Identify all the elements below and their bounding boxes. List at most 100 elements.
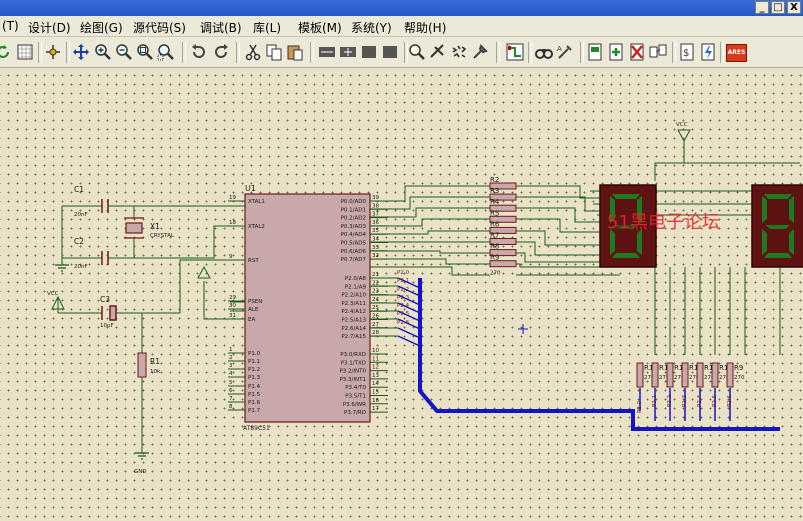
p0-resistor[interactable] [489, 238, 517, 245]
erc-icon[interactable] [699, 43, 717, 61]
p0-resistor[interactable] [489, 193, 517, 201]
menu-graph[interactable]: 绘图(G) [80, 21, 123, 35]
u1-pin-number: 34 [372, 237, 379, 243]
u1-pin-number: 11 [372, 356, 379, 362]
net-label: P2.0 [637, 400, 643, 413]
ground-symbol [135, 452, 149, 460]
u1-pin-name: P3.7/RD [344, 410, 366, 416]
zoom-area-icon[interactable] [157, 43, 175, 61]
pull-resistor-ref: R12 [689, 364, 703, 372]
pull-resistor[interactable] [696, 362, 704, 388]
u1-chip[interactable] [244, 193, 371, 423]
pull-resistor-value: 270 [689, 375, 700, 381]
u1-pin-name: P3.1/TXD [341, 360, 366, 366]
p0-resistor[interactable] [489, 215, 517, 223]
pull-resistor[interactable] [681, 362, 689, 388]
package-icon[interactable] [450, 43, 468, 61]
x1-crystal[interactable] [124, 217, 144, 239]
decompose-icon[interactable] [471, 43, 489, 61]
schematic-canvas[interactable]: P2.0 P2.1 P2.2 P2.3 P2.4 P2.5 P2.6 P2.0 … [0, 68, 803, 521]
pull-resistor[interactable] [711, 362, 719, 388]
u1-pin-name: P1.3 [248, 375, 261, 381]
gnd-label: GND [134, 469, 147, 475]
refresh-icon[interactable] [0, 43, 12, 61]
u1-pin-name: P1.7 [248, 408, 261, 414]
vcc-symbol [51, 295, 65, 313]
c2-capacitor[interactable] [101, 251, 109, 265]
block-copy-icon[interactable] [318, 43, 336, 61]
close-button[interactable]: X [787, 1, 801, 14]
zoom-out-icon[interactable] [115, 43, 133, 61]
svg-text:A: A [557, 45, 562, 53]
u1-pin-name: XTAL2 [248, 224, 265, 230]
paste-icon[interactable] [286, 43, 304, 61]
property-assign-icon[interactable]: A [556, 43, 574, 61]
r1-value: 10k [150, 369, 161, 375]
p0-resistor-value: 270 [490, 271, 501, 277]
u1-pin-number: 10 [372, 348, 379, 354]
pick-device-icon[interactable] [408, 43, 426, 61]
pull-resistor[interactable] [726, 362, 734, 388]
u1-pin-number: 28 [372, 330, 379, 336]
pull-resistor-ref: R10 [719, 364, 733, 372]
menu-template[interactable]: 模板(M) [298, 21, 342, 35]
block-delete-icon[interactable] [381, 43, 399, 61]
make-device-icon[interactable] [429, 43, 447, 61]
pull-resistor[interactable] [636, 362, 644, 388]
seven-segment-display-1[interactable] [599, 184, 657, 268]
pull-resistor[interactable] [666, 362, 674, 388]
menu-help[interactable]: 帮助(H) [404, 21, 447, 35]
menu-design[interactable]: 设计(D) [28, 21, 71, 35]
u1-pin-number: 8 [229, 404, 233, 410]
new-sheet-icon[interactable] [586, 43, 604, 61]
copy-icon[interactable] [265, 43, 283, 61]
u1-pin-number: 37 [372, 212, 379, 218]
c1-value: 20nF [74, 212, 88, 218]
add-sheet-icon[interactable] [607, 43, 625, 61]
p0-resistor[interactable] [489, 182, 517, 190]
cut-icon[interactable] [244, 43, 262, 61]
p0-resistor[interactable] [489, 204, 517, 212]
menu-tools[interactable]: (T) [2, 19, 19, 33]
menu-debug[interactable]: 调试(B) [200, 21, 242, 35]
c3-capacitor[interactable] [101, 305, 117, 321]
search-icon[interactable] [535, 43, 553, 61]
wire-autoroute-icon[interactable] [506, 43, 524, 61]
u1-pin-name: P0.5/AD5 [341, 241, 367, 247]
c1-capacitor[interactable] [101, 199, 109, 213]
p0-resistor[interactable] [489, 226, 517, 234]
menu-source[interactable]: 源代码(S) [133, 21, 186, 35]
u1-pin-number: 14 [372, 381, 379, 387]
bom-icon[interactable]: $ [678, 43, 696, 61]
u1-ref: U1 [245, 184, 256, 193]
wires [58, 141, 800, 453]
zoom-all-icon[interactable] [136, 43, 154, 61]
menu-library[interactable]: 库(L) [253, 21, 282, 35]
zoom-in-icon[interactable] [94, 43, 112, 61]
maximize-button[interactable]: □ [771, 1, 785, 14]
p0-resistor[interactable] [489, 249, 517, 257]
u1-pin-number: 17 [372, 406, 379, 412]
redo-icon[interactable] [212, 43, 230, 61]
u1-pin-number: 30 [229, 303, 236, 309]
schematic[interactable]: P2.0 P2.1 P2.2 P2.3 P2.4 P2.5 P2.6 P2.0 … [0, 68, 803, 521]
pull-resistor[interactable] [651, 362, 659, 388]
u1-pin-number: 3 [229, 363, 233, 369]
p0-resistor[interactable] [489, 260, 517, 268]
p0-resistor-ref: R2 [490, 176, 499, 184]
grid-icon[interactable] [16, 43, 34, 61]
minimize-button[interactable]: _ [755, 1, 769, 14]
seven-segment-display-2[interactable] [751, 184, 803, 268]
ares-icon[interactable]: ARES [726, 44, 747, 62]
r1-resistor[interactable] [137, 352, 147, 378]
block-rotate-icon[interactable] [360, 43, 378, 61]
block-move-icon[interactable] [339, 43, 357, 61]
undo-icon[interactable] [190, 43, 208, 61]
pull-resistor-ref: R9 [734, 364, 743, 372]
goto-sheet-icon[interactable] [649, 43, 667, 61]
origin-icon[interactable] [44, 43, 62, 61]
p0-resistor-ref: R6 [490, 220, 500, 228]
menu-system[interactable]: 系统(Y) [351, 21, 392, 35]
remove-sheet-icon[interactable] [628, 43, 646, 61]
pan-icon[interactable] [72, 43, 90, 61]
